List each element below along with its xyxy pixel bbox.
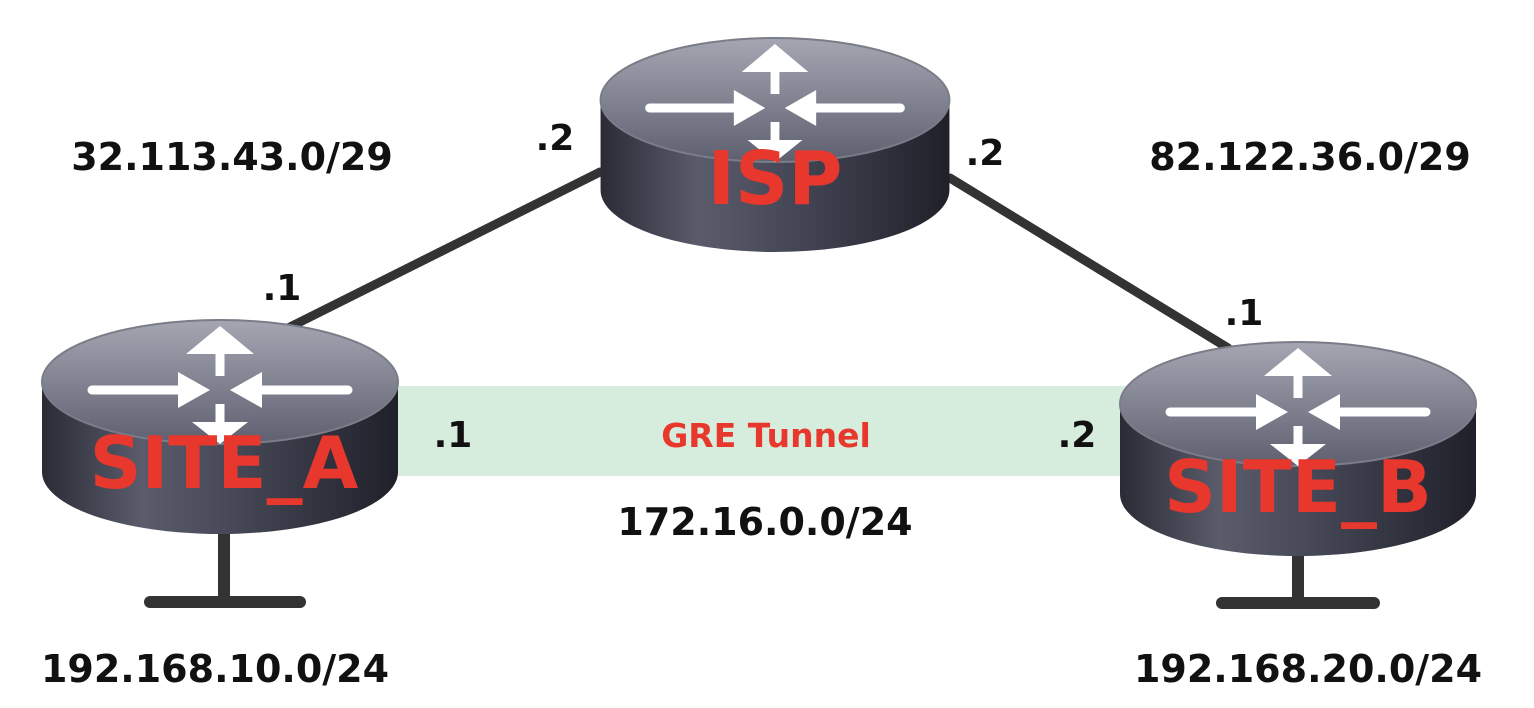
interface-isp-b-label: .2 (966, 133, 1005, 174)
network-wan-b-label: 82.122.36.0/29 (1149, 135, 1471, 179)
router-isp-label: ISP (707, 136, 842, 222)
interface-b-wan-label: .1 (1225, 293, 1264, 334)
interface-a-tunnel-label: .1 (434, 415, 473, 456)
gre-tunnel-band (390, 386, 1140, 476)
router-site-a-label: SITE_A (90, 421, 359, 505)
network-lan-a-label: 192.168.10.0/24 (41, 647, 389, 691)
network-wan-a-label: 32.113.43.0/29 (71, 135, 393, 179)
interface-isp-a-label: .2 (536, 118, 575, 159)
router-site-b-label: SITE_B (1164, 445, 1432, 529)
link-isp-site-b (945, 173, 1233, 353)
interface-b-tunnel-label: .2 (1058, 415, 1097, 456)
network-lan-b-label: 192.168.20.0/24 (1134, 647, 1482, 691)
network-tunnel-label: 172.16.0.0/24 (617, 500, 912, 544)
link-isp-site-a (283, 167, 605, 333)
gre-tunnel-label: GRE Tunnel (661, 416, 871, 455)
interface-a-wan-label: .1 (263, 268, 302, 309)
